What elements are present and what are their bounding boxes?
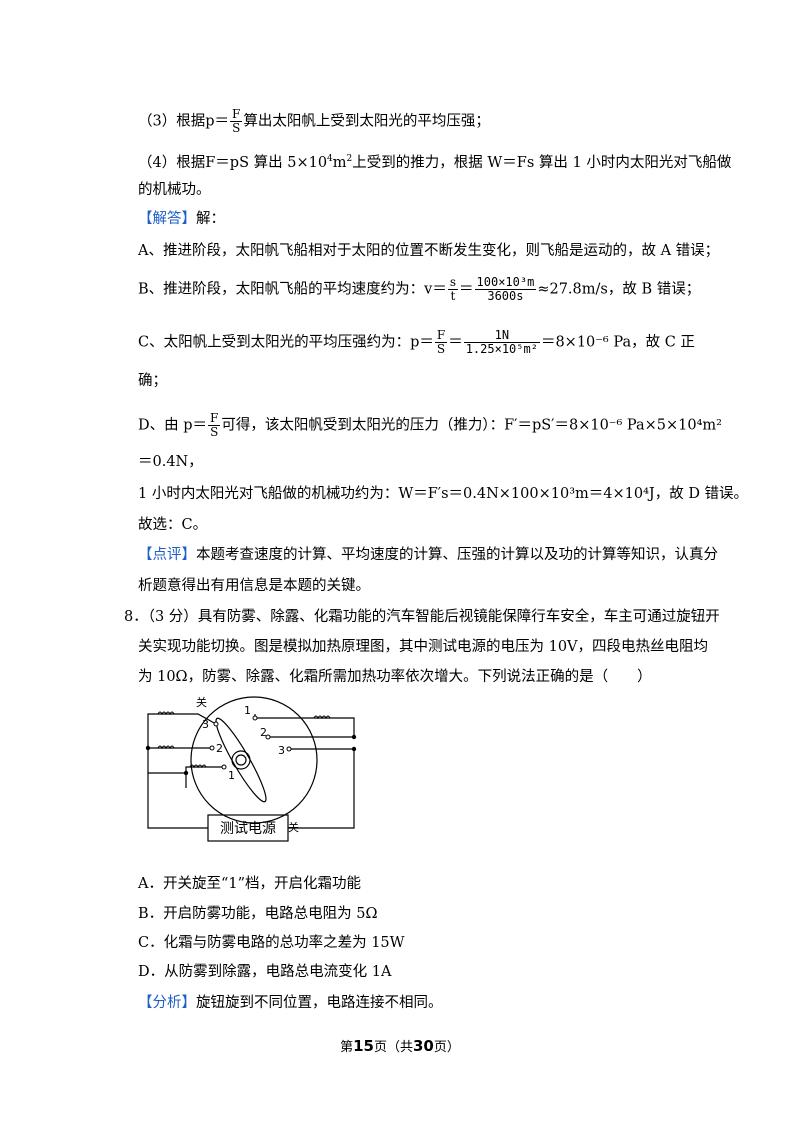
numerator: s xyxy=(447,275,459,290)
analysis-tag: 【分析】 xyxy=(138,995,196,1011)
analysis: 【分析】旋钮旋到不同位置，电路连接不相同。 xyxy=(138,993,443,1013)
label-off-top: 关 xyxy=(196,695,207,709)
answer-c-cont: 确； xyxy=(138,373,167,389)
work-line: 1 小时内太阳光对飞船做的机械功约为：W＝F′s＝0.4N×100×10³m＝4… xyxy=(138,486,749,502)
text: ＝ xyxy=(448,334,463,351)
contact-label-1-right: 1 xyxy=(244,704,251,717)
power-source-label: 测试电源 xyxy=(220,821,276,837)
switch-dial xyxy=(190,696,318,824)
numerator: 100×10³m xyxy=(474,275,537,290)
knob-center-inner xyxy=(235,754,247,766)
text: m xyxy=(332,154,347,171)
contact-label-3-left: 3 xyxy=(202,718,209,731)
contact-label-3-right: 3 xyxy=(278,744,285,757)
selection: 故选：C。 xyxy=(138,517,208,533)
text: ＝ xyxy=(459,281,474,298)
contact-label-2-right: 2 xyxy=(260,726,267,739)
question-8-cont: 关实现功能切换。图是模拟加热原理图，其中测试电源的电压为 10V，四段电热丝电阻… xyxy=(138,639,709,655)
answer-d-cont: ＝0.4N， xyxy=(138,454,203,470)
denominator: t xyxy=(450,289,456,303)
text: 本题考查速度的计算、平均速度的计算、压强的计算以及功的计算等知识，认真分 xyxy=(196,547,718,563)
text: （3）根据p＝ xyxy=(138,113,230,130)
option-c[interactable]: C．化霜与防雾电路的总功率之差为 15W xyxy=(138,935,405,951)
text: 算出太阳帆上受到太阳光的平均压强； xyxy=(243,113,490,130)
denominator: S xyxy=(232,121,241,135)
option-d[interactable]: D．从防雾到除露，电路总电流变化 1A xyxy=(138,964,392,980)
text: 可得，该太阳帆受到太阳光的压力（推力）：F′＝pS′＝8×10⁻⁶ Pa×5×1… xyxy=(221,417,722,434)
heating-wire-4 xyxy=(189,764,207,769)
text: C、太阳帆上受到太阳光的平均压强约为：p＝ xyxy=(138,334,434,351)
exponent: 4 xyxy=(327,154,333,164)
text: 页） xyxy=(433,1040,460,1055)
denominator: 1.25×10⁵m² xyxy=(465,342,538,356)
step-4: （4）根据F＝pS 算出 5×104m2上受到的推力，根据 W＝Fs 算出 1 … xyxy=(138,149,731,173)
option-b[interactable]: B．开启防雾功能，电路总电阻为 5Ω xyxy=(138,906,378,922)
knob-center xyxy=(231,750,251,770)
question-8: 8．（3 分）具有防雾、除露、化霜功能的汽车智能后视镜能保障行车安全，车主可通过… xyxy=(124,609,720,625)
numerator: F xyxy=(230,107,243,122)
text: B、推进阶段，太阳帆飞船的平均速度约为：v＝ xyxy=(138,281,447,298)
option-a[interactable]: A．开关旋至“1”档，开启化霜功能 xyxy=(138,876,362,892)
comment-tag: 【点评】 xyxy=(138,547,196,563)
denominator: 3600s xyxy=(487,289,524,303)
text: ＝8×10⁻⁶ Pa，故 C 正 xyxy=(540,334,695,351)
contact-label-2-left: 2 xyxy=(216,742,223,755)
heating-circuit-diagram: 关 关 3 2 1 1 2 3 测试电源 xyxy=(145,695,357,842)
contact-label-1-left: 1 xyxy=(228,769,235,782)
text: D、由 p＝ xyxy=(138,417,208,434)
numerator: 1N xyxy=(463,329,540,343)
text: 第 xyxy=(340,1040,354,1055)
denominator: S xyxy=(436,342,446,356)
rotary-knob xyxy=(215,717,267,803)
answer-heading: 【解答】解： xyxy=(138,209,225,229)
page-number: 15 xyxy=(353,1037,374,1055)
numerator: F xyxy=(434,328,448,343)
exponent: 2 xyxy=(346,154,353,164)
heating-wire-3 xyxy=(313,715,331,720)
text: 解： xyxy=(196,211,225,227)
total-pages: 30 xyxy=(413,1037,434,1055)
answer-a: A、推进阶段，太阳帆飞船相对于太阳的位置不断发生变化，则飞船是运动的，故 A 错… xyxy=(138,243,720,259)
denominator: S xyxy=(210,425,219,439)
label-off-bottom: 关 xyxy=(288,820,299,834)
comment-cont: 析题意得出有用信息是本题的关键。 xyxy=(138,578,370,594)
heating-wire-2 xyxy=(157,745,175,750)
text: （4）根据F＝pS 算出 5×10 xyxy=(138,154,328,171)
text: ≈27.8m/s，故 B 错误； xyxy=(537,281,701,298)
question-8-cont: 为 10Ω，防雾、除露、化霜所需加热功率依次增大。下列说法正确的是（ ） xyxy=(138,669,652,685)
answer-tag: 【解答】 xyxy=(138,211,196,227)
comment: 【点评】本题考查速度的计算、平均速度的计算、压强的计算以及功的计算等知识，认真分 xyxy=(138,545,718,565)
numerator: F xyxy=(208,411,221,426)
text: 页（共 xyxy=(373,1040,413,1055)
step-4-cont: 的机械功。 xyxy=(138,182,211,198)
text: 上受到的推力，根据 W＝Fs 算出 1 小时内太阳光对飞船做 xyxy=(352,154,732,171)
page-footer: 第15页（共30页） xyxy=(0,1036,800,1055)
power-source-box xyxy=(207,814,289,842)
heating-wire-1 xyxy=(157,711,175,716)
text: 旋钮旋到不同位置，电路连接不相同。 xyxy=(196,995,443,1011)
